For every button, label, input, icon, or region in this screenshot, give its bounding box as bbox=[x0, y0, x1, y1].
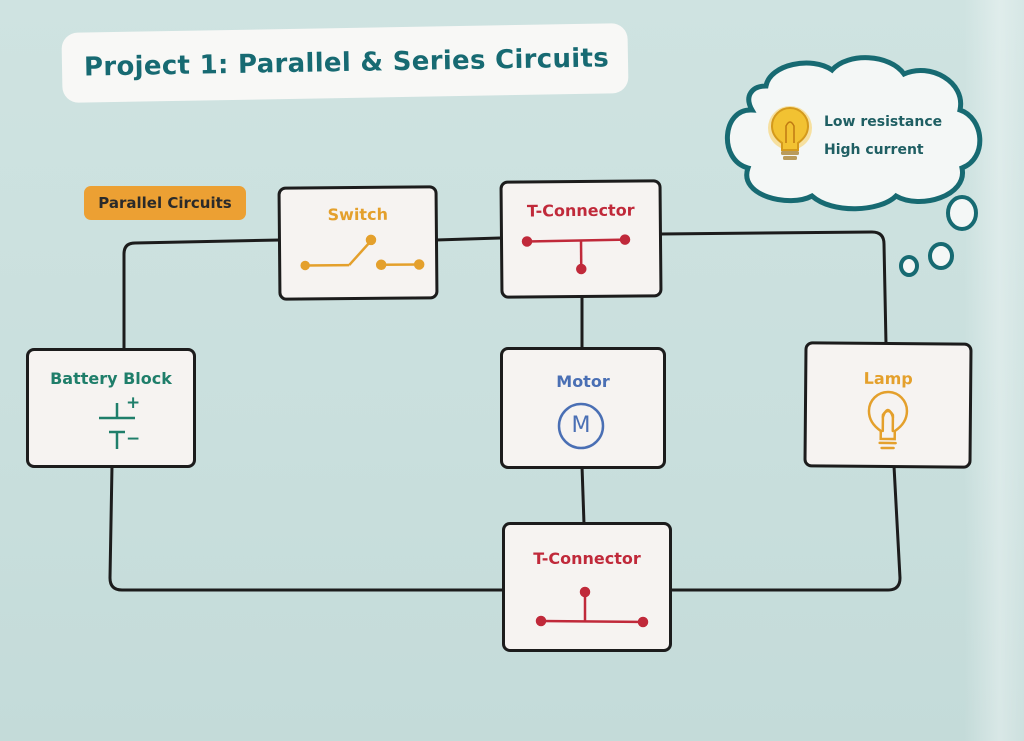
motor-label: Motor bbox=[556, 372, 610, 391]
switch-symbol-icon bbox=[300, 234, 425, 271]
parallel-circuits-badge: Parallel Circuits bbox=[84, 186, 246, 220]
battery-plus-sign: + bbox=[126, 393, 141, 413]
light-bulb-icon bbox=[867, 390, 909, 450]
t-connector-bottom-card: T-Connector bbox=[502, 522, 672, 652]
wire-switch-battery bbox=[122, 238, 281, 350]
battery-symbol-icon bbox=[99, 403, 135, 449]
battery-block-label: Battery Block bbox=[50, 369, 172, 388]
t-connector-top-symbol-icon bbox=[521, 234, 631, 275]
wire-lamp-tconnector bbox=[670, 465, 902, 592]
thought-bubble-dot-medium bbox=[928, 242, 954, 270]
thought-bubble-dot-large bbox=[946, 195, 978, 231]
thought-bubble-line1: Low resistance bbox=[824, 114, 943, 130]
thought-bubble-line2: High current bbox=[824, 142, 924, 158]
battery-block-card: Battery Block + − bbox=[26, 348, 196, 468]
t-connector-bottom-symbol-icon bbox=[535, 586, 649, 628]
motor-letter: M bbox=[571, 413, 591, 438]
thought-bubble-dot-small bbox=[899, 255, 919, 277]
t-connector-bottom-label: T-Connector bbox=[533, 549, 641, 568]
glowing-bulb-icon bbox=[768, 106, 812, 160]
motor-symbol-icon bbox=[557, 402, 605, 450]
motor-card: Motor M bbox=[500, 347, 666, 469]
battery-minus-sign: − bbox=[126, 429, 141, 449]
wire-motor-tconnector bbox=[580, 465, 586, 525]
t-connector-top-card: T-Connector bbox=[499, 179, 663, 299]
wire-tconnector-lamp bbox=[659, 230, 888, 345]
lamp-card: Lamp bbox=[803, 341, 973, 469]
switch-card: Switch bbox=[277, 185, 439, 301]
wire-battery-tconnector bbox=[108, 465, 502, 592]
wire-switch-tconnector bbox=[435, 236, 501, 242]
